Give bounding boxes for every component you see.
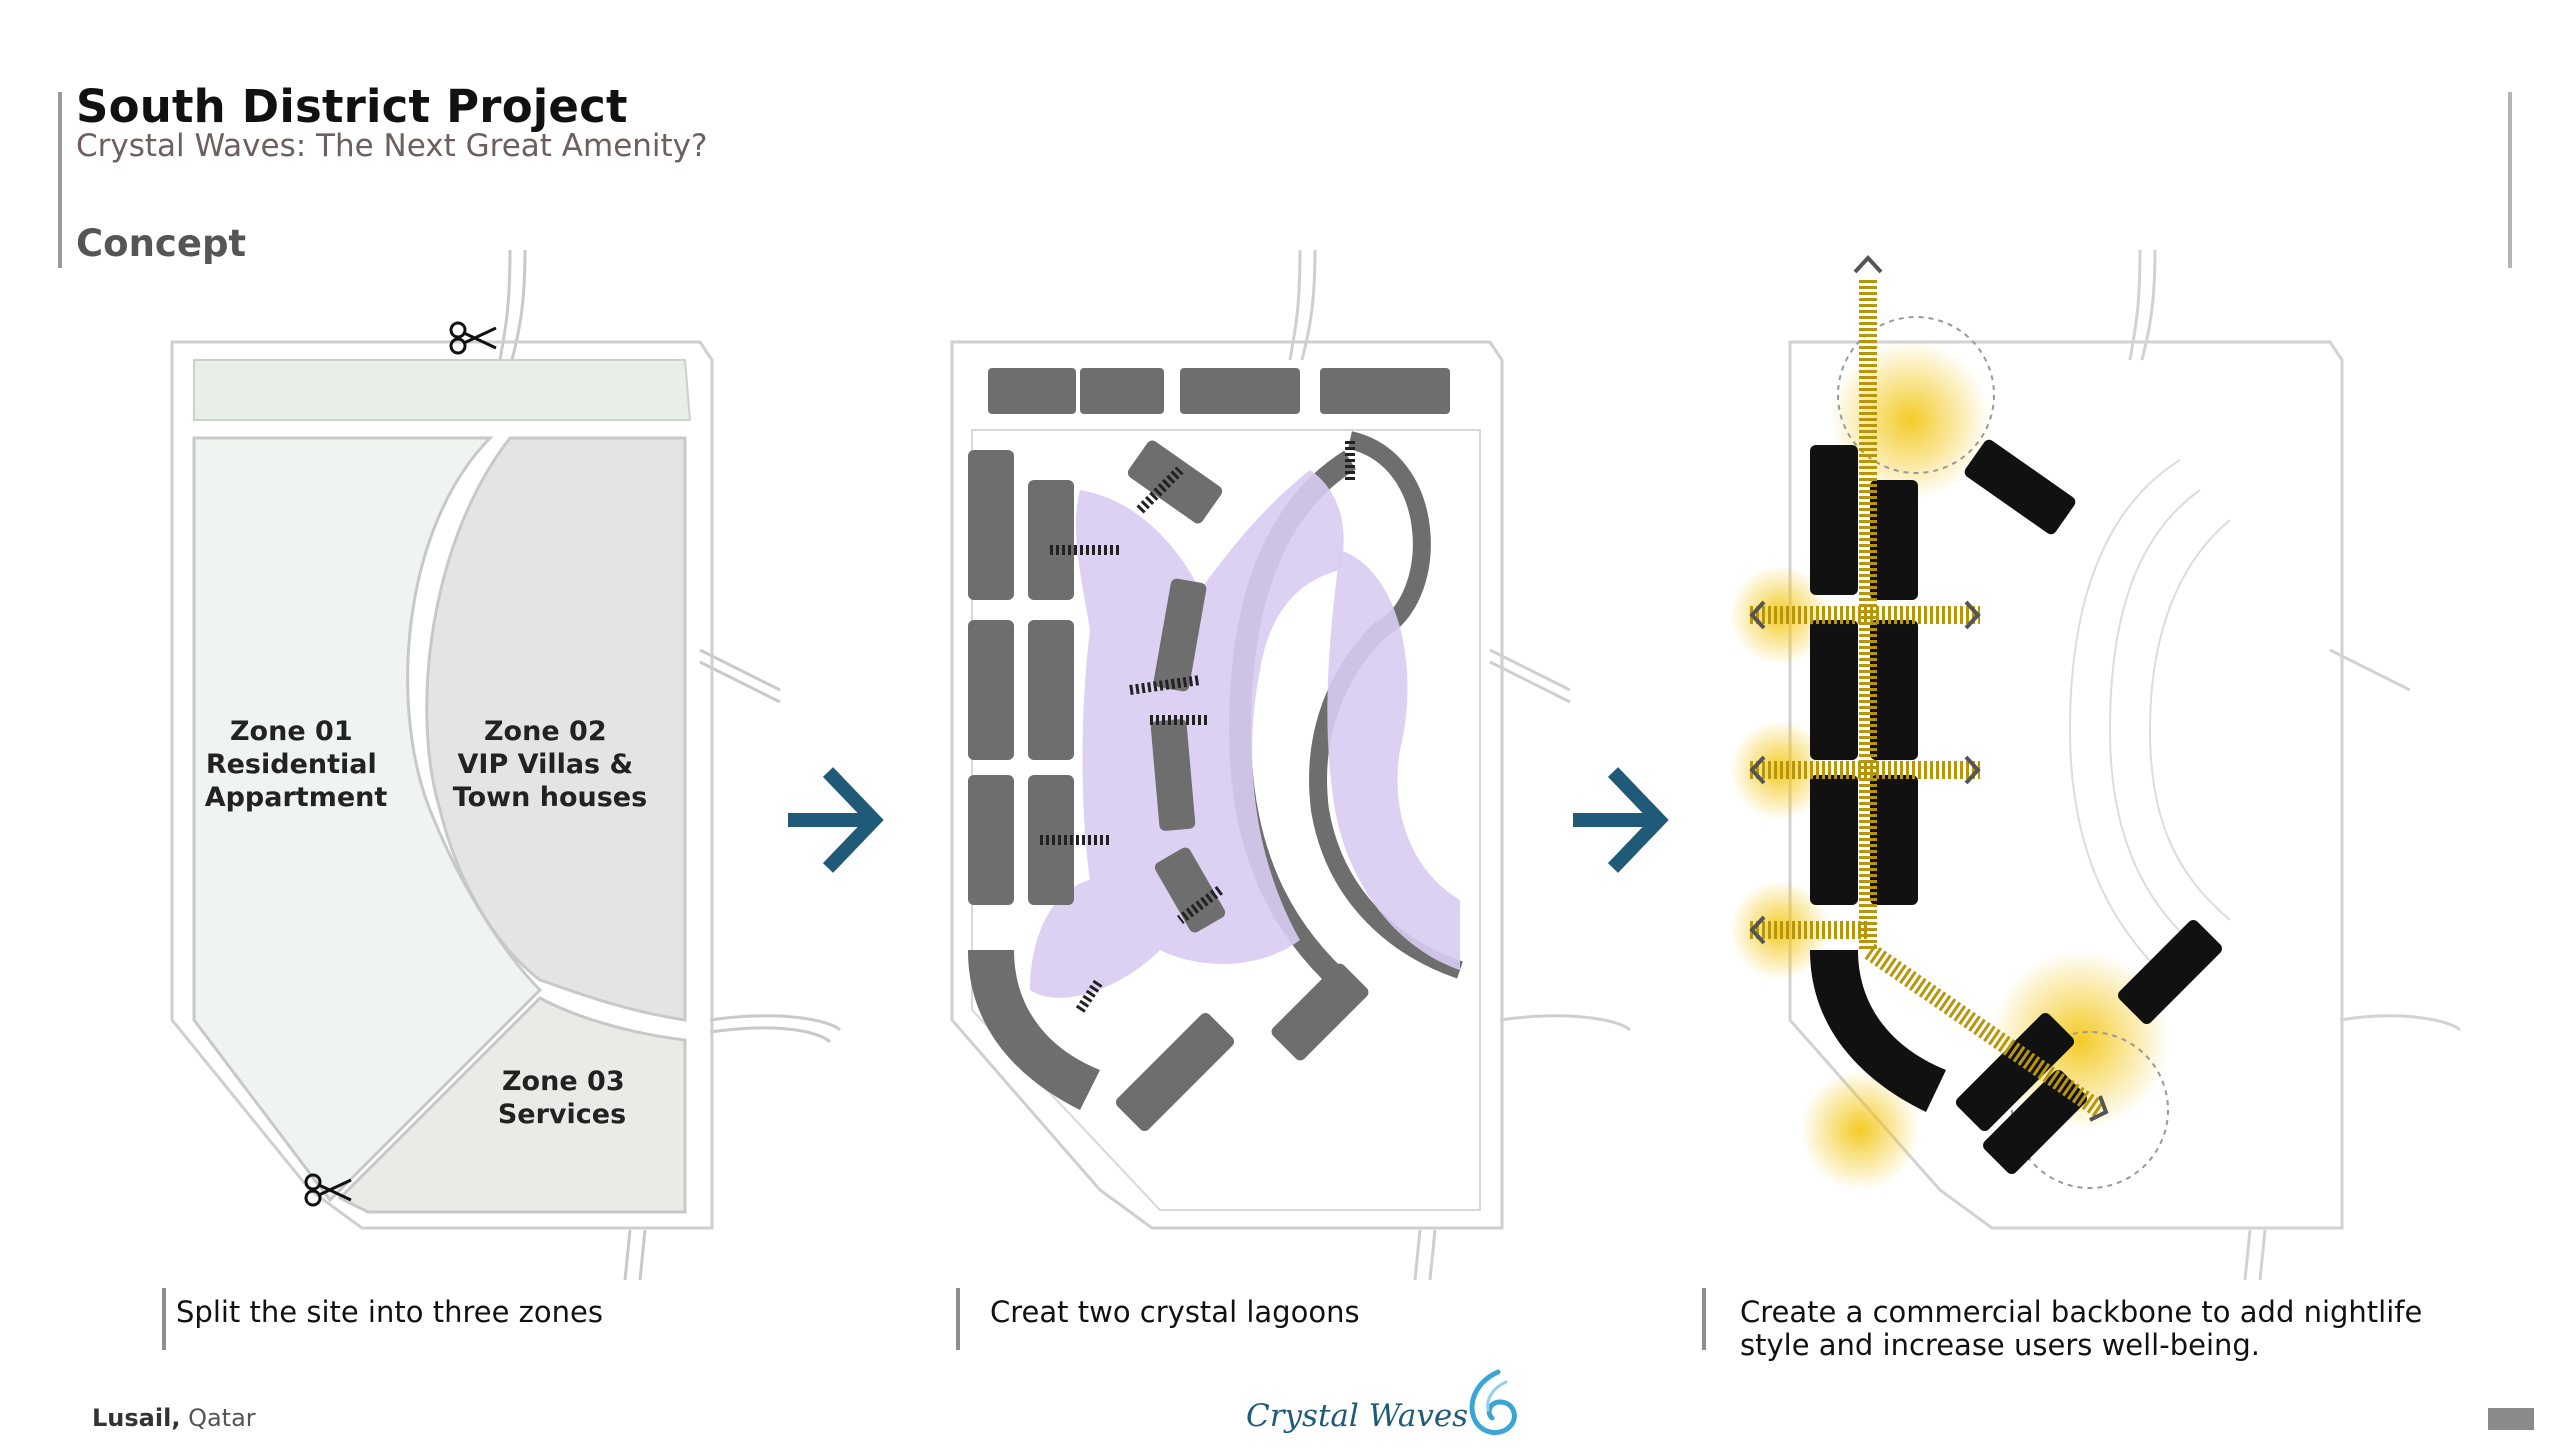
subtitle-rest: The Next Great Amenity? xyxy=(306,128,708,164)
zoning-plan-svg: Zone 01 Residential Appartment Zone 02 V… xyxy=(170,250,842,1280)
lagoon-plan-svg xyxy=(950,250,1632,1280)
footer-city: Lusail, xyxy=(92,1404,181,1432)
zoning-diagram: Zone 01 Residential Appartment Zone 02 V… xyxy=(100,250,900,1280)
header-accent-bar xyxy=(58,92,62,268)
zone-02-area xyxy=(425,436,687,1022)
arrow-right-icon xyxy=(1573,767,1669,873)
scissors-icon xyxy=(449,321,497,355)
footer-location: Lusail, Qatar xyxy=(92,1404,256,1432)
backbone-plan-svg xyxy=(1730,250,2460,1280)
caption-step-1: Split the site into three zones xyxy=(176,1295,603,1329)
lagoon-diagram xyxy=(880,250,1680,1280)
page-subtitle: Crystal Waves: The Next Great Amenity? xyxy=(76,128,707,164)
backbone-diagram xyxy=(1660,250,2460,1280)
footer-country: Qatar xyxy=(180,1404,256,1432)
zone-01-area xyxy=(192,436,543,1203)
wave-logo-icon xyxy=(1469,1369,1517,1435)
subtitle-lead: Crystal Waves: xyxy=(76,128,307,164)
section-heading: Concept xyxy=(76,222,247,265)
zone-03-label: Zone 03 Services xyxy=(498,1066,634,1130)
page-indicator xyxy=(2488,1408,2534,1430)
zone-01-label: Zone 01 Residential Appartment xyxy=(205,716,388,813)
scissors-icon xyxy=(304,1173,352,1207)
page-title: South District Project xyxy=(76,80,628,133)
zone-02-label: Zone 02 VIP Villas & Town houses xyxy=(453,716,647,813)
zone-03-area xyxy=(337,996,687,1214)
caption-step-3: Create a commercial backbone to add nigh… xyxy=(1740,1295,2423,1362)
caption-divider xyxy=(956,1288,960,1350)
right-accent-bar xyxy=(2508,92,2512,268)
caption-divider xyxy=(1702,1288,1706,1350)
caption-step-2: Creat two crystal lagoons xyxy=(990,1295,1360,1329)
caption-divider xyxy=(162,1288,166,1350)
arrow-right-icon xyxy=(788,767,884,873)
brand-wordmark: Crystal Waves xyxy=(1246,1398,1469,1434)
